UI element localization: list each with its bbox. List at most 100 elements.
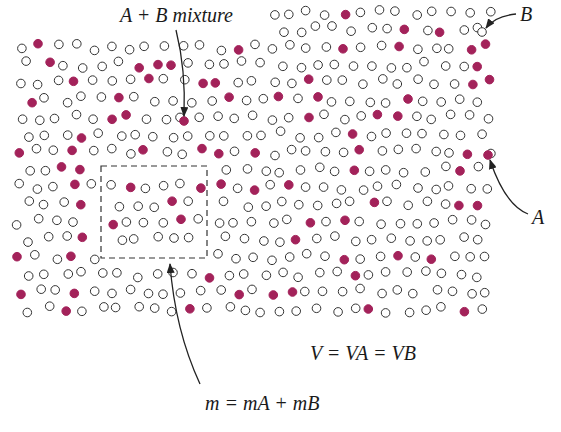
molecule-b — [460, 62, 469, 71]
molecule-b — [100, 303, 109, 312]
molecule-a — [68, 146, 77, 155]
molecule-b — [313, 234, 322, 243]
leader-arrow — [170, 264, 200, 384]
molecule-b — [359, 80, 368, 89]
molecule-b — [323, 76, 332, 85]
molecule-b — [334, 308, 343, 317]
molecule-a — [404, 95, 413, 104]
molecule-b — [64, 270, 73, 279]
molecule-b — [31, 251, 40, 260]
molecule-a — [198, 144, 207, 153]
text-label: B — [520, 3, 532, 25]
molecule-a — [485, 75, 494, 84]
molecule-b — [97, 93, 106, 102]
molecule-b — [451, 252, 460, 261]
molecule-b — [444, 45, 453, 54]
molecule-b — [88, 76, 97, 85]
molecule-b — [77, 267, 86, 276]
molecule-b — [318, 287, 327, 296]
molecule-b — [108, 289, 117, 298]
molecule-b — [441, 62, 450, 71]
molecule-b — [15, 179, 24, 188]
molecule-b — [313, 201, 322, 210]
molecule-b — [159, 219, 168, 228]
molecule-b — [302, 249, 311, 258]
molecule-b — [237, 57, 246, 66]
molecule-b — [154, 232, 163, 241]
molecule-a — [469, 80, 478, 89]
molecule-b — [176, 179, 185, 188]
molecule-b — [150, 304, 159, 313]
molecule-b — [51, 286, 60, 295]
molecule-b — [91, 255, 100, 264]
molecule-a — [481, 40, 490, 49]
molecule-b — [345, 197, 354, 206]
molecule-b — [114, 57, 123, 66]
molecule-b — [39, 200, 48, 209]
molecule-b — [135, 302, 144, 311]
molecule-b — [436, 236, 445, 245]
molecule-b — [322, 217, 331, 226]
molecule-b — [244, 203, 253, 212]
molecule-b — [430, 219, 439, 228]
molecule-a — [122, 111, 131, 120]
molecule-a — [467, 46, 476, 55]
molecule-b — [403, 268, 412, 277]
molecule-b — [73, 40, 82, 49]
molecule-b — [365, 167, 374, 176]
molecule-b — [69, 218, 78, 227]
molecule-b — [331, 232, 340, 241]
molecule-a — [177, 215, 186, 224]
molecule-a — [351, 271, 360, 280]
molecule-b — [381, 268, 390, 277]
molecule-b — [441, 200, 450, 209]
molecule-a — [364, 305, 373, 314]
molecule-b — [301, 6, 310, 15]
molecule-b — [444, 182, 453, 191]
molecule-b — [276, 238, 285, 247]
molecule-b — [392, 180, 401, 189]
molecule-b — [99, 269, 108, 278]
molecule-b — [445, 149, 454, 158]
molecule-b — [403, 63, 412, 72]
molecule-b — [275, 168, 284, 177]
molecule-b — [230, 147, 239, 156]
molecule-b — [278, 197, 287, 206]
molecule-b — [142, 115, 151, 124]
molecule-b — [134, 202, 143, 211]
molecule-b — [437, 98, 446, 107]
molecule-a — [126, 183, 135, 192]
molecule-b — [159, 290, 168, 299]
text-label: A + B mixture — [120, 4, 233, 26]
molecule-b — [465, 111, 474, 120]
molecule-b — [24, 238, 33, 247]
molecule-b — [481, 220, 490, 229]
molecule-b — [87, 180, 96, 189]
molecule-b — [295, 200, 304, 209]
molecule-b — [229, 219, 238, 228]
molecule-b — [130, 92, 139, 101]
molecule-b — [347, 27, 356, 36]
leader-arrow — [486, 14, 516, 28]
molecule-a — [269, 291, 278, 300]
molecule-b — [53, 216, 62, 225]
molecule-b — [286, 41, 295, 50]
molecule-b — [279, 268, 288, 277]
molecule-a — [251, 149, 260, 158]
molecule-b — [319, 183, 328, 192]
molecule-b — [17, 79, 26, 88]
molecule-a — [108, 115, 117, 124]
molecule-b — [77, 92, 86, 101]
molecule-b — [413, 11, 422, 20]
molecule-b — [257, 131, 266, 140]
molecule-b — [418, 97, 427, 106]
molecule-b — [162, 115, 171, 124]
molecule-b — [432, 185, 441, 194]
molecule-b — [484, 115, 493, 124]
molecule-b — [183, 132, 192, 141]
molecule-b — [50, 114, 59, 123]
molecule-b — [188, 269, 197, 278]
molecule-b — [59, 61, 68, 70]
molecule-a — [348, 130, 357, 139]
